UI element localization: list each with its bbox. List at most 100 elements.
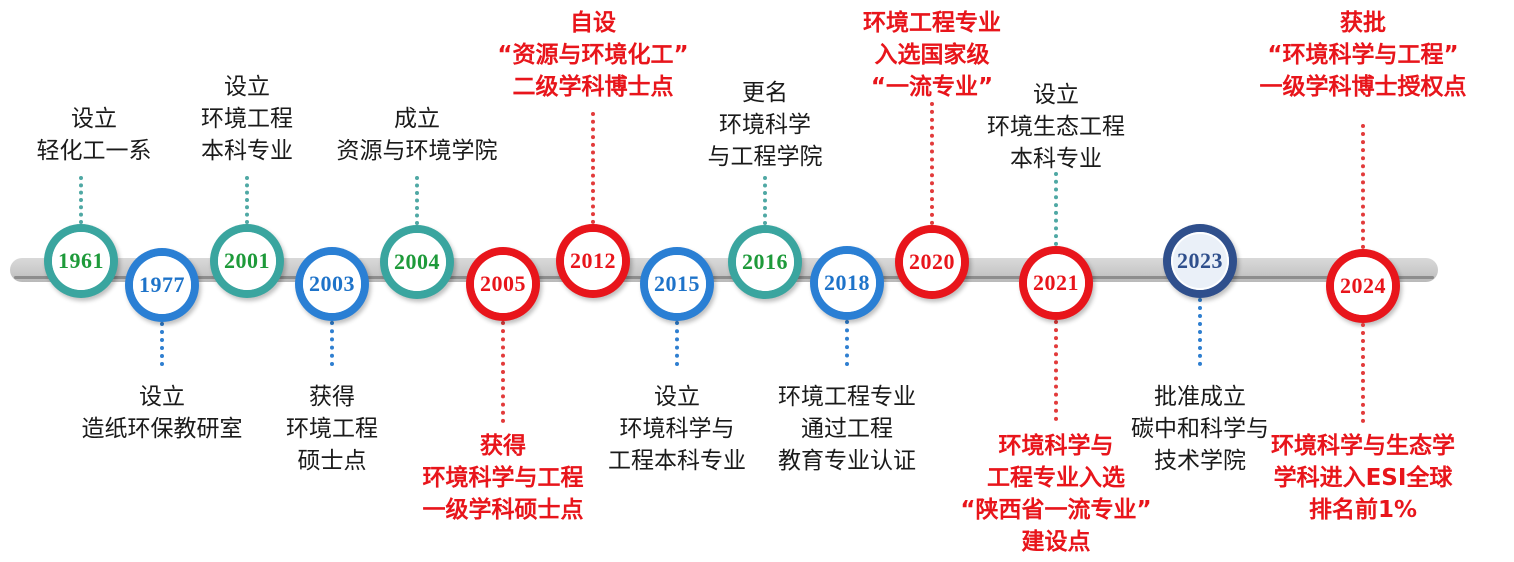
milestone-text-line: 本科专业 (201, 138, 293, 164)
milestone-text-line: 资源与环境学院 (336, 138, 498, 164)
milestone-text-line: 一级学科硕士点 (422, 497, 584, 523)
year-label: 2003 (309, 271, 355, 296)
milestone-text-line: 环境科学与 (998, 433, 1114, 459)
connector-2003-down (330, 321, 334, 366)
year-label: 2024 (1340, 273, 1386, 298)
year-node-face: 2005 (474, 255, 532, 313)
connector-2005-down (501, 321, 505, 423)
milestone-text-line: 工程本科专业 (608, 448, 746, 474)
year-node-face: 2003 (303, 255, 361, 313)
milestone-text-2020-above: 环境工程专业入选国家级 “一流专业” (842, 7, 1022, 103)
milestone-text-2021-above: 设立环境生态工程本科专业 (966, 79, 1146, 175)
milestone-text-line: 一级学科博士授权点 (1259, 74, 1467, 100)
milestone-text-2021-below: 环境科学与工程专业入选“陕西省一流专业”建设点 (943, 430, 1169, 558)
milestone-text-line: 排名前1% (1308, 497, 1418, 523)
year-node-2023: 2023 (1163, 224, 1237, 298)
milestone-text-line: 获得 (309, 384, 355, 410)
milestone-text-line: 获得 (480, 433, 526, 459)
milestone-text-line: 环境科学 (719, 112, 811, 138)
milestone-text-1977-below: 设立造纸环保教研室 (72, 381, 252, 445)
connector-2020-up (930, 102, 934, 225)
connector-2016-up (763, 176, 767, 225)
milestone-text-line: 与工程学院 (707, 144, 823, 170)
year-node-2001: 2001 (210, 224, 284, 298)
milestone-text-line: 环境工程 (201, 106, 293, 132)
milestone-text-line: 环境工程专业 (778, 384, 916, 410)
year-node-2021: 2021 (1019, 246, 1093, 320)
milestone-text-line: 环境科学与 (619, 416, 735, 442)
year-node-2012: 2012 (556, 224, 630, 298)
year-node-1961: 1961 (44, 224, 118, 298)
milestone-text-line: 学科进入ESI全球 (1273, 465, 1453, 491)
year-node-2020: 2020 (895, 225, 969, 299)
connector-2015-down (675, 321, 679, 366)
year-label: 2012 (570, 248, 616, 273)
connector-2012-up (591, 112, 595, 224)
year-node-face: 2023 (1171, 232, 1229, 290)
year-node-face: 1977 (133, 256, 191, 314)
milestone-text-line: “资源与环境化工” (497, 42, 689, 68)
year-node-face: 2012 (564, 232, 622, 290)
milestone-text-line: 二级学科博士点 (512, 74, 674, 100)
year-node-2015: 2015 (640, 247, 714, 321)
milestone-text-2005-below: 获得环境科学与工程一级学科硕士点 (413, 430, 593, 526)
year-node-face: 2016 (736, 233, 794, 291)
milestone-text-2003-below: 获得环境工程硕士点 (242, 381, 422, 477)
milestone-text-line: 环境生态工程 (987, 114, 1125, 140)
milestone-text-line: 硕士点 (297, 448, 367, 474)
year-label: 2020 (909, 249, 955, 274)
milestone-text-line: 技术学院 (1154, 448, 1246, 474)
connector-2024-down (1361, 323, 1365, 423)
connector-2021-up (1054, 172, 1058, 246)
connector-2018-down (845, 320, 849, 366)
milestone-text-line: 成立 (394, 106, 440, 132)
year-node-2003: 2003 (295, 247, 369, 321)
connector-2024-up (1361, 124, 1365, 249)
milestone-text-line: 设立 (139, 384, 185, 410)
connector-2004-up (415, 176, 419, 225)
milestone-text-line: 设立 (224, 74, 270, 100)
year-node-face: 2024 (1334, 257, 1392, 315)
milestone-text-2024-below: 环境科学与生态学学科进入ESI全球排名前1% (1250, 430, 1476, 526)
milestone-text-2001-above: 设立环境工程本科专业 (157, 71, 337, 167)
connector-2023-down (1198, 298, 1202, 366)
milestone-text-line: 入选国家级 (874, 42, 990, 68)
milestone-text-line: 本科专业 (1010, 146, 1102, 172)
milestone-text-line: 设立 (71, 106, 117, 132)
milestone-text-2023-below: 批准成立碳中和科学与技术学院 (1110, 381, 1290, 477)
year-node-2004: 2004 (380, 225, 454, 299)
milestone-text-line: 批准成立 (1154, 384, 1246, 410)
connector-2021-down (1054, 320, 1058, 421)
timeline-track-edge (14, 276, 1434, 279)
milestone-text-line: 环境科学与工程 (422, 465, 584, 491)
milestone-text-1961-above: 设立轻化工一系 (4, 103, 184, 167)
connector-1961-up (79, 176, 83, 224)
milestone-text-line: “环境科学与工程” (1267, 42, 1459, 68)
milestone-text-2015-below: 设立环境科学与工程本科专业 (587, 381, 767, 477)
year-node-face: 2020 (903, 233, 961, 291)
milestone-text-line: 设立 (654, 384, 700, 410)
milestone-text-line: 更名 (742, 80, 788, 106)
year-node-face: 2021 (1027, 254, 1085, 312)
year-node-2016: 2016 (728, 225, 802, 299)
milestone-text-2012-above: 自设 “资源与环境化工” 二级学科博士点 (480, 7, 706, 103)
milestone-text-line: 获批 (1340, 10, 1386, 36)
year-node-1977: 1977 (125, 248, 199, 322)
year-label: 1977 (139, 272, 185, 297)
year-label: 2023 (1177, 248, 1223, 273)
milestone-text-line: 工程专业入选 (987, 465, 1125, 491)
milestone-text-line: 环境工程 (286, 416, 378, 442)
year-node-face: 1961 (52, 232, 110, 290)
milestone-text-2016-above: 更名环境科学与工程学院 (675, 77, 855, 173)
milestone-text-line: “陕西省一流专业” (960, 497, 1152, 523)
milestone-text-line: “一流专业” (870, 74, 994, 100)
year-node-face: 2015 (648, 255, 706, 313)
year-label: 2001 (224, 248, 270, 273)
milestone-text-line: 自设 (570, 10, 616, 36)
milestone-text-line: 环境工程专业 (863, 10, 1001, 36)
year-node-face: 2004 (388, 233, 446, 291)
year-label: 2016 (742, 249, 788, 274)
connector-1977-down (160, 322, 164, 366)
year-label: 2018 (824, 270, 870, 295)
